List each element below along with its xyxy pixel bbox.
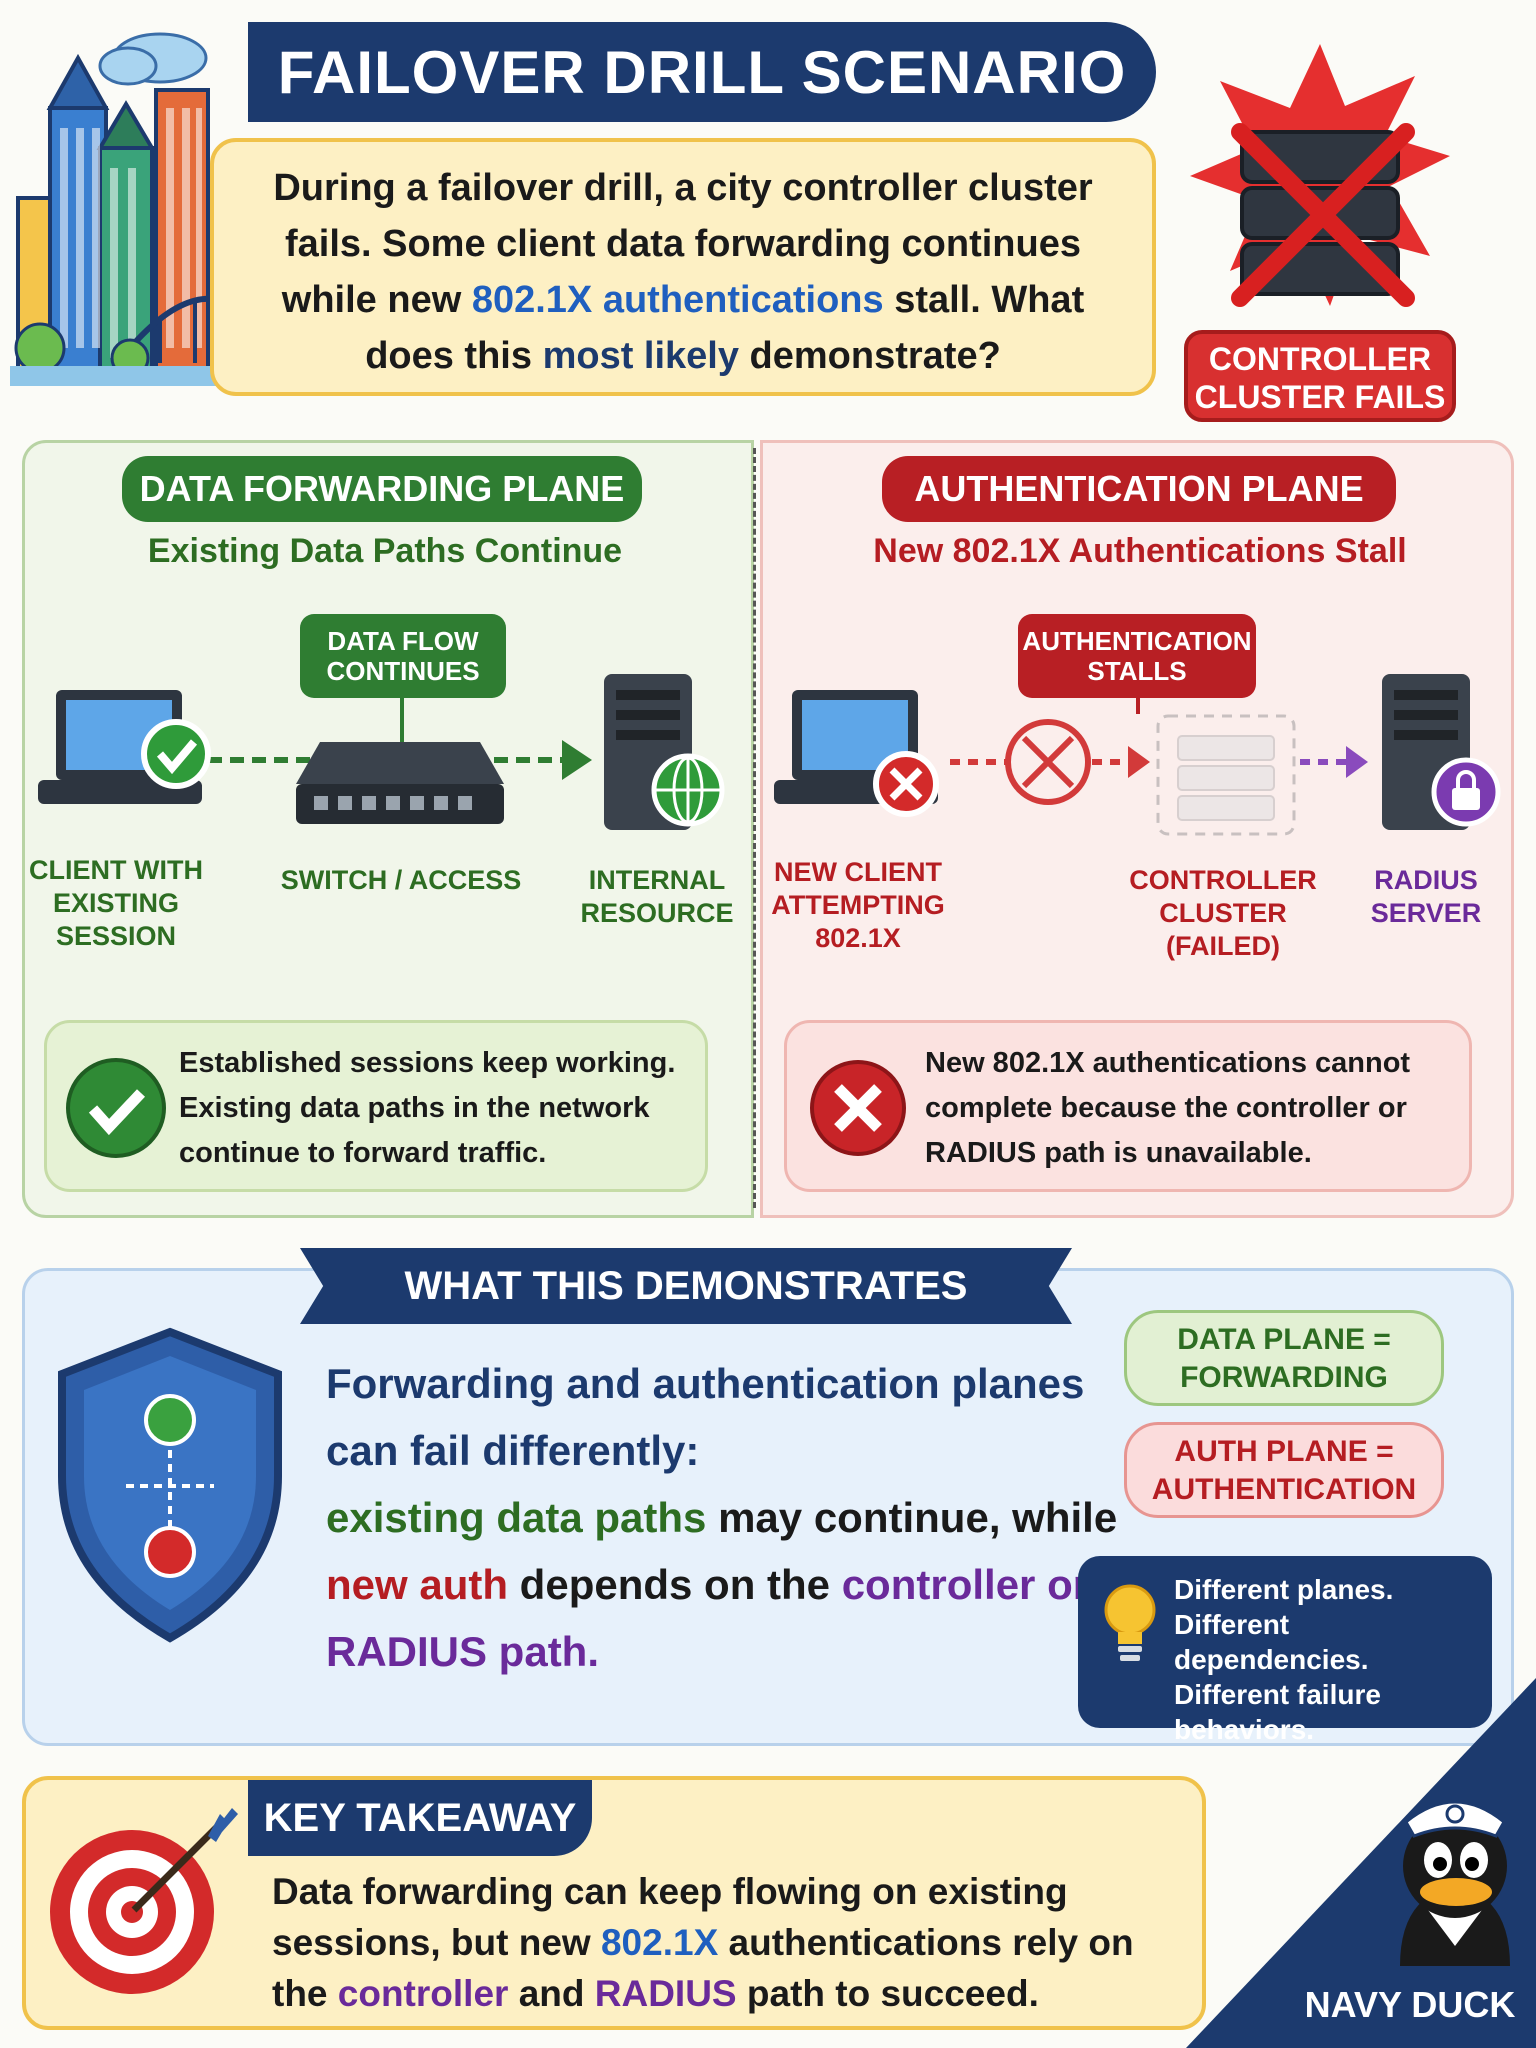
lightbulb-icon xyxy=(1104,1584,1156,1661)
server-globe-icon xyxy=(604,674,725,830)
takeaway-term1: 802.1X xyxy=(600,1922,719,1963)
shield-icon xyxy=(58,1327,282,1643)
question-emphasis: most likely xyxy=(542,335,739,377)
takeaway-part1: Data forwarding can keep flowing on exis… xyxy=(272,1871,1068,1963)
target-icon xyxy=(50,1808,238,1994)
data-plane-subtitle: Existing Data Paths Continue xyxy=(147,532,623,570)
device-label-internal-resource: INTERNAL RESOURCE xyxy=(580,865,734,928)
auth-stall-label: AUTHENTICATION STALLS xyxy=(1018,614,1256,698)
data-flow-label: DATA FLOW CONTINUES xyxy=(300,614,506,698)
auth-plane-subtitle: New 802.1X Authentications Stall xyxy=(873,532,1407,570)
data-plane-tag: DATA PLANE = FORWARDING xyxy=(1124,1310,1444,1406)
auth-plane-note: New 802.1X authentications cannot comple… xyxy=(784,1020,1472,1192)
panel-divider xyxy=(753,448,756,1208)
demonstrates-mid1: may continue, while xyxy=(706,1494,1118,1541)
demonstrates-green: existing data paths xyxy=(326,1494,707,1541)
key-takeaway-title: KEY TAKEAWAY xyxy=(248,1780,592,1856)
takeaway-term3: RADIUS xyxy=(594,1973,737,2014)
demonstrates-purple: controller or RADIUS path. xyxy=(326,1561,1090,1675)
takeaway-part4: path to succeed. xyxy=(736,1973,1039,2014)
laptop-x-icon xyxy=(774,690,939,817)
key-takeaway-text: Data forwarding can keep flowing on exis… xyxy=(272,1866,1192,2019)
question-text-2: stall. What does this xyxy=(365,279,1085,377)
device-label-controller: CONTROLLER CLUSTER (FAILED) xyxy=(1129,865,1317,961)
data-plane-note: Established sessions keep working. Exist… xyxy=(44,1020,708,1192)
auth-plane-note-text: New 802.1X authentications cannot comple… xyxy=(925,1047,1411,1169)
scenario-question: During a failover drill, a city controll… xyxy=(210,138,1156,396)
demonstrates-mid2: depends on the xyxy=(508,1561,842,1608)
auth-plane-title: AUTHENTICATION PLANE xyxy=(882,456,1396,522)
question-text: During a failover drill, a city controll… xyxy=(273,167,1093,321)
mascot-label: NAVY DUCK xyxy=(1304,1984,1516,2025)
x-circle-icon xyxy=(810,1060,906,1156)
controller-fail-badge: CONTROLLER CLUSTER FAILS xyxy=(1184,330,1456,422)
takeaway-part2: authentications rely on the xyxy=(272,1922,1134,2014)
failed-server-icon xyxy=(1180,36,1460,332)
question-text-3: demonstrate? xyxy=(738,335,1001,377)
auth-plane-tag: AUTH PLANE = AUTHENTICATION xyxy=(1124,1422,1444,1518)
check-icon xyxy=(66,1058,166,1158)
tip-text: Different planes. Different dependencies… xyxy=(1174,1574,1394,1745)
navy-duck-mascot-icon xyxy=(1400,1800,1510,1966)
page-title: FAILOVER DRILL SCENARIO xyxy=(248,22,1156,122)
device-label-client: CLIENT WITH EXISTING SESSION xyxy=(29,855,203,951)
data-plane-title: DATA FORWARDING PLANE xyxy=(122,456,642,522)
device-label-new-client: NEW CLIENT ATTEMPTING 802.1X xyxy=(771,857,945,953)
city-skyline-illustration xyxy=(10,18,253,398)
auth-flow-diagram xyxy=(950,698,1368,836)
tip-box: Different planes. Different dependencies… xyxy=(1078,1556,1492,1745)
takeaway-term2: controller xyxy=(337,1973,509,2014)
server-lock-icon xyxy=(1382,674,1501,830)
demonstrates-title: WHAT THIS DEMONSTRATES xyxy=(300,1248,1072,1324)
demonstrates-text: Forwarding and authentication planes can… xyxy=(326,1350,1126,1685)
data-plane-note-text: Established sessions keep working. Exist… xyxy=(179,1047,676,1169)
demonstrates-line1: Forwarding and authentication planes can… xyxy=(326,1360,1085,1474)
laptop-check-icon xyxy=(38,690,211,804)
device-label-switch: SWITCH / ACCESS xyxy=(280,865,522,895)
demonstrates-red: new auth xyxy=(326,1561,509,1608)
device-label-radius: RADIUS SERVER xyxy=(1370,865,1482,928)
takeaway-part3: and xyxy=(508,1973,595,2014)
question-term: 802.1X authentications xyxy=(471,279,884,321)
switch-icon xyxy=(296,742,504,824)
